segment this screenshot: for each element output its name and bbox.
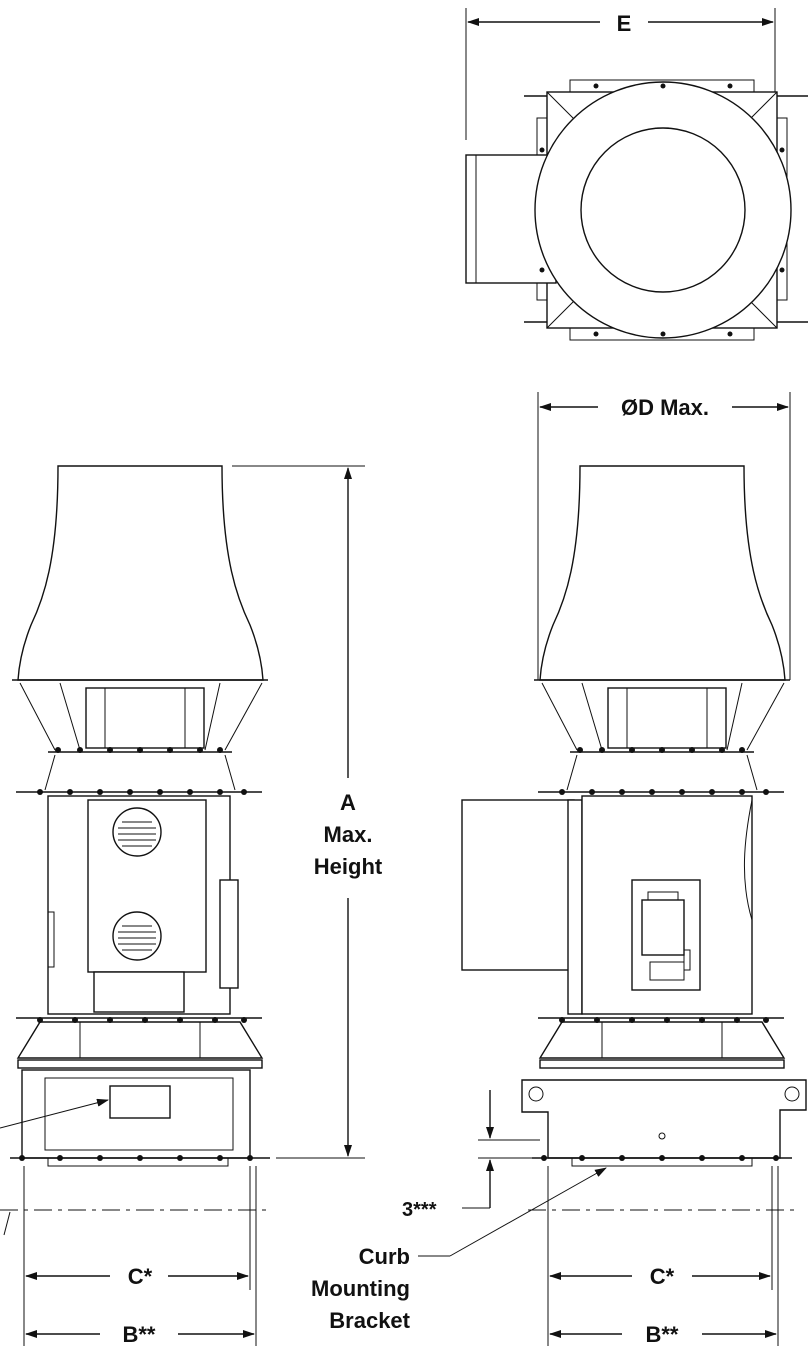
left-side-view: A Max. Height C* B**: [0, 465, 383, 1346]
dim-b-left-label: B**: [122, 1322, 155, 1346]
right-side-view: ØD Max.: [311, 392, 807, 1346]
dim-b-right-label: B**: [645, 1322, 678, 1346]
dim-a-label: A: [340, 790, 356, 815]
curb-label: Curb: [359, 1244, 410, 1269]
dim-c-right-label: C*: [650, 1264, 675, 1289]
dim-three-label: 3***: [402, 1199, 437, 1221]
dim-e-label: E: [617, 11, 632, 36]
dim-d-label: ØD Max.: [621, 395, 709, 420]
mounting-label: Mounting: [311, 1276, 410, 1301]
dim-c-left-label: C*: [128, 1264, 153, 1289]
dim-a-max-label: Max.: [324, 822, 373, 847]
bracket-label: Bracket: [329, 1308, 410, 1333]
top-view: E: [465, 8, 808, 341]
dim-a-height-label: Height: [314, 854, 383, 879]
